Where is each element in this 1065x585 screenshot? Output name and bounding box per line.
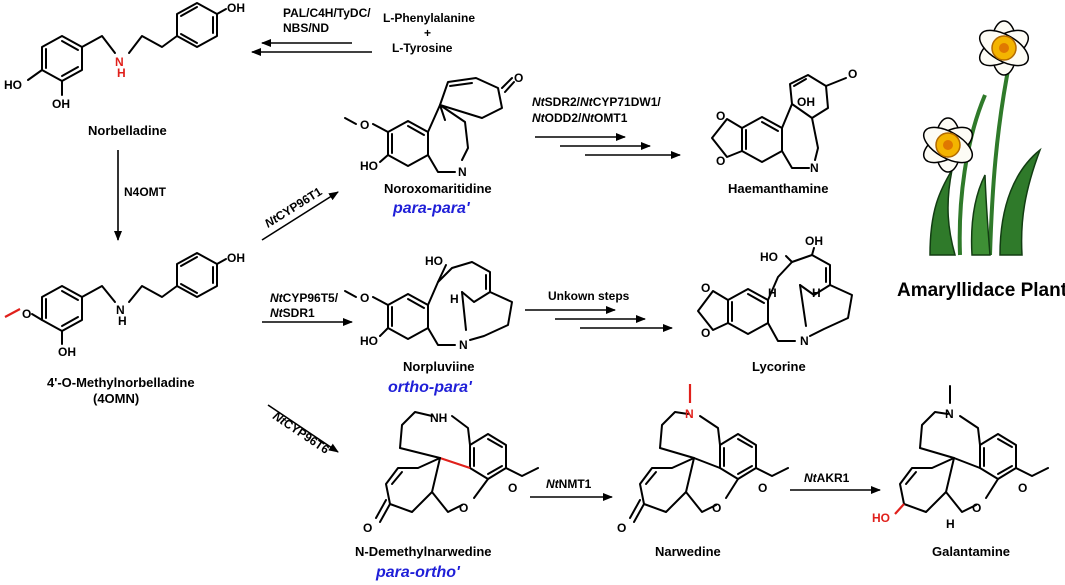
norpluv-o-atom: O: [360, 291, 369, 305]
galantamine-h-atom: H: [946, 517, 955, 531]
lycorine-ho-atom: HO: [760, 250, 778, 264]
haem-o2-atom: O: [716, 154, 725, 168]
noroxo-n-atom: N: [458, 165, 467, 179]
noroxo-ho-atom: HO: [360, 159, 378, 173]
sdr1-enzyme: NtSDR1: [270, 306, 315, 320]
cyp96t6-enzyme: NtCYP96T6: [270, 409, 332, 457]
nmt1-enzyme: NtNMT1: [546, 477, 592, 491]
lycorine-h1-atom: H: [768, 286, 777, 300]
methylnorbelladine-structure: O N H OH OH: [4, 251, 245, 359]
galantamine-o2-atom: O: [972, 501, 981, 515]
norbelladine-oh-atom: OH: [227, 1, 245, 15]
methylnorbelladine-oh2-atom: OH: [58, 345, 76, 359]
lycorine-label: Lycorine: [752, 359, 806, 374]
demethyl-o3-atom: O: [508, 481, 517, 495]
precursor-plus: +: [424, 26, 431, 40]
methylnorbelladine-abbr: (4OMN): [93, 391, 139, 406]
norbelladine-structure: N H OH HO OH: [4, 1, 245, 111]
haemanthamine-structure: O O OH N O: [711, 67, 857, 175]
flower-upper: [978, 20, 1030, 76]
demethyl-nh-atom: NH: [430, 411, 447, 425]
akr1-enzyme: NtAKR1: [804, 471, 850, 485]
narwedine-o2-atom: O: [712, 501, 721, 515]
norpluv-h-atom: H: [450, 292, 459, 306]
norpluviine-structure: O HO HO H N: [344, 254, 513, 352]
lycorine-h2-atom: H: [812, 286, 821, 300]
cyp96t5-enzyme: NtCYP96T5/: [270, 291, 339, 305]
first-enzymes-line2: NBS/ND: [283, 21, 329, 35]
norpluviine-label: Norpluviine: [403, 359, 475, 374]
norbelladine-ho-atom: HO: [4, 78, 22, 92]
noroxomaritidine-label: Noroxomaritidine: [384, 181, 492, 196]
haem-enzymes-line1: NtSDR2/NtCYP71DW1/: [532, 95, 661, 109]
n4omt-enzyme: N4OMT: [124, 185, 167, 199]
narwedine-structure: N O O O: [617, 384, 789, 535]
precursor-tyrosine: L-Tyrosine: [392, 41, 453, 55]
plant-label: Amaryllidace Plant: [897, 280, 1065, 301]
narwedine-label: Narwedine: [655, 544, 721, 559]
cyp96t6-arrow: [267, 404, 339, 453]
noroxo-o-atom: O: [360, 118, 369, 132]
narwedine-n-atom: N: [685, 407, 694, 421]
haem-n-atom: N: [810, 161, 819, 175]
norpluv-ho-atom: HO: [360, 334, 378, 348]
norpluv-n-atom: N: [459, 338, 468, 352]
first-enzymes-line1: PAL/C4H/TyDC/: [283, 6, 371, 20]
coupling-ortho-para: ortho-para': [388, 379, 473, 396]
lycorine-n-atom: N: [800, 334, 809, 348]
lycorine-o1-atom: O: [701, 281, 710, 295]
norbelladine-nh-atom: N: [115, 55, 124, 69]
cyp96t1-enzyme: NtCYP96T1: [262, 184, 325, 230]
norpluv-ho2-atom: HO: [425, 254, 443, 268]
norbelladine-label: Norbelladine: [88, 123, 167, 138]
narwedine-o3-atom: O: [758, 481, 767, 495]
daffodil-illustration: [922, 20, 1042, 256]
galantamine-n-atom: N: [945, 407, 954, 421]
methylnorbelladine-n-atom: N: [116, 303, 125, 317]
noroxo-o2-atom: O: [514, 71, 523, 85]
lycorine-oh-atom: OH: [805, 234, 823, 248]
methylnorbelladine-oh-atom: OH: [227, 251, 245, 265]
methylnorbelladine-h-atom: H: [118, 314, 127, 328]
demethylnarwedine-label: N-Demethylnarwedine: [355, 544, 492, 559]
cyp96t1-arrow: [261, 191, 339, 241]
lycorine-structure: O O HO OH H H N: [697, 234, 853, 348]
narwedine-o-atom: O: [617, 521, 626, 535]
unknown-steps-label: Unkown steps: [548, 289, 630, 303]
haem-o1-atom: O: [716, 109, 725, 123]
galantamine-label: Galantamine: [932, 544, 1010, 559]
haem-o3-atom: O: [848, 67, 857, 81]
precursor-phenylalanine: L-Phenylalanine: [383, 11, 475, 25]
methylnorbelladine-label: 4'-O-Methylnorbelladine: [47, 375, 195, 390]
lycorine-o2-atom: O: [701, 326, 710, 340]
flower-lower: [922, 117, 974, 173]
haemanthamine-label: Haemanthamine: [728, 181, 828, 196]
coupling-para-ortho: para-ortho': [375, 564, 461, 581]
demethylnarwedine-structure: NH O O O: [363, 411, 539, 535]
norbelladine-oh2-atom: OH: [52, 97, 70, 111]
galantamine-o3-atom: O: [1018, 481, 1027, 495]
galantamine-ho-atom: HO: [872, 511, 890, 525]
norbelladine-h-atom: H: [117, 66, 126, 80]
demethyl-o-atom: O: [363, 521, 372, 535]
haem-enzymes-line2: NtODD2/NtOMT1: [532, 111, 628, 125]
methylnorbelladine-o-atom: O: [22, 307, 31, 321]
noroxomaritidine-structure: O HO N O: [344, 71, 523, 179]
haem-oh-atom: OH: [797, 95, 815, 109]
demethyl-o2-atom: O: [459, 501, 468, 515]
galantamine-structure: N HO H O O: [872, 385, 1049, 531]
coupling-para-para: para-para': [392, 200, 471, 217]
